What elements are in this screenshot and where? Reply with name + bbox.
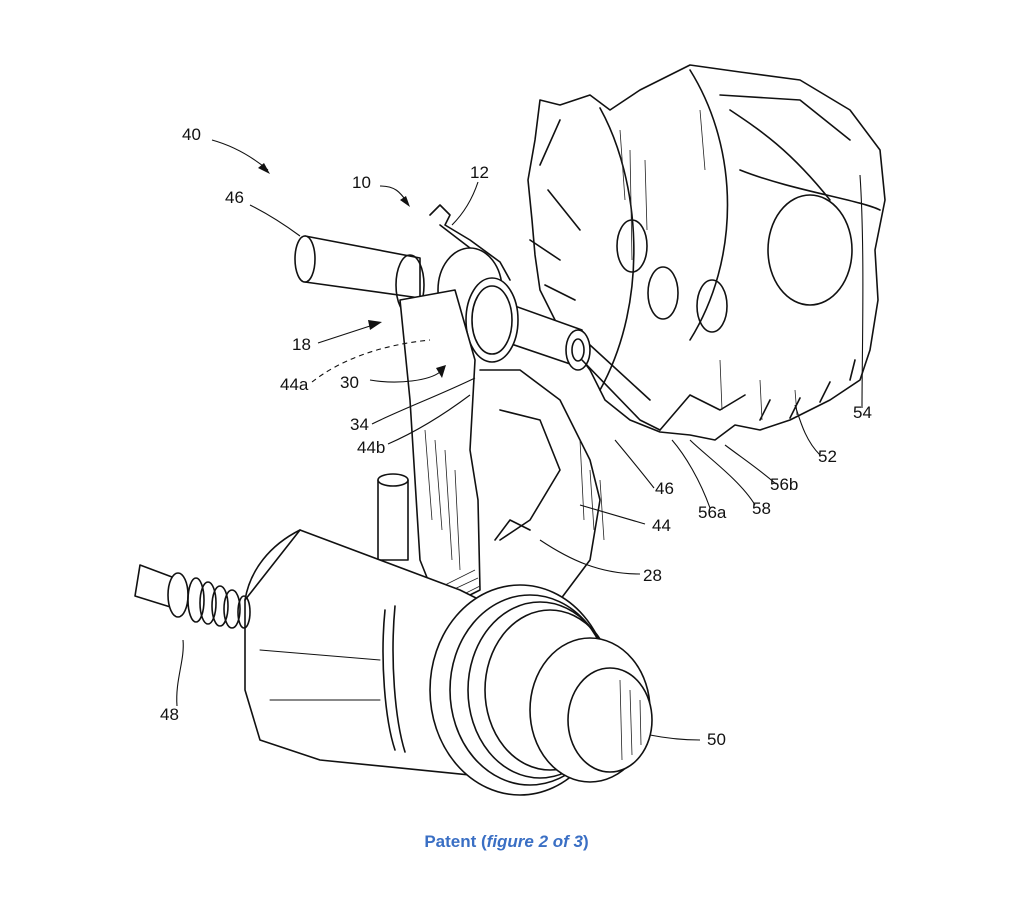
threaded-stud — [134, 564, 251, 629]
mechanism-drawing: 40 10 12 46 18 44a 30 34 44b 46 44 56a 5… — [134, 64, 886, 796]
label-44: 44 — [652, 516, 671, 535]
label-30: 30 — [340, 373, 359, 392]
label-58: 58 — [752, 499, 771, 518]
actuator-body — [244, 529, 653, 796]
label-34: 34 — [350, 415, 369, 434]
figure-caption: Patent (figure 2 of 3) — [0, 832, 1013, 852]
label-10: 10 — [352, 173, 371, 192]
pin — [377, 473, 409, 561]
caption-prefix: Patent ( — [424, 832, 487, 851]
label-54: 54 — [853, 403, 872, 422]
reference-numerals: 40 10 12 46 18 44a 30 34 44b 46 44 56a 5… — [160, 125, 872, 749]
caption-suffix: ) — [583, 832, 589, 851]
label-52: 52 — [818, 447, 837, 466]
label-56a: 56a — [698, 503, 727, 522]
label-50: 50 — [707, 730, 726, 749]
label-18: 18 — [292, 335, 311, 354]
label-44b: 44b — [357, 438, 385, 457]
label-46-shaft: 46 — [225, 188, 244, 207]
collar-rings — [395, 247, 519, 363]
label-12: 12 — [470, 163, 489, 182]
label-46-lever: 46 — [655, 479, 674, 498]
label-28: 28 — [643, 566, 662, 585]
threaded-end — [429, 584, 653, 796]
label-40: 40 — [182, 125, 201, 144]
caption-figure-number: figure 2 of 3 — [486, 832, 584, 851]
label-48: 48 — [160, 705, 179, 724]
label-44a: 44a — [280, 375, 309, 394]
leader-lines — [176, 139, 864, 741]
sprocket-wheel — [527, 64, 886, 441]
label-56b: 56b — [770, 475, 798, 494]
